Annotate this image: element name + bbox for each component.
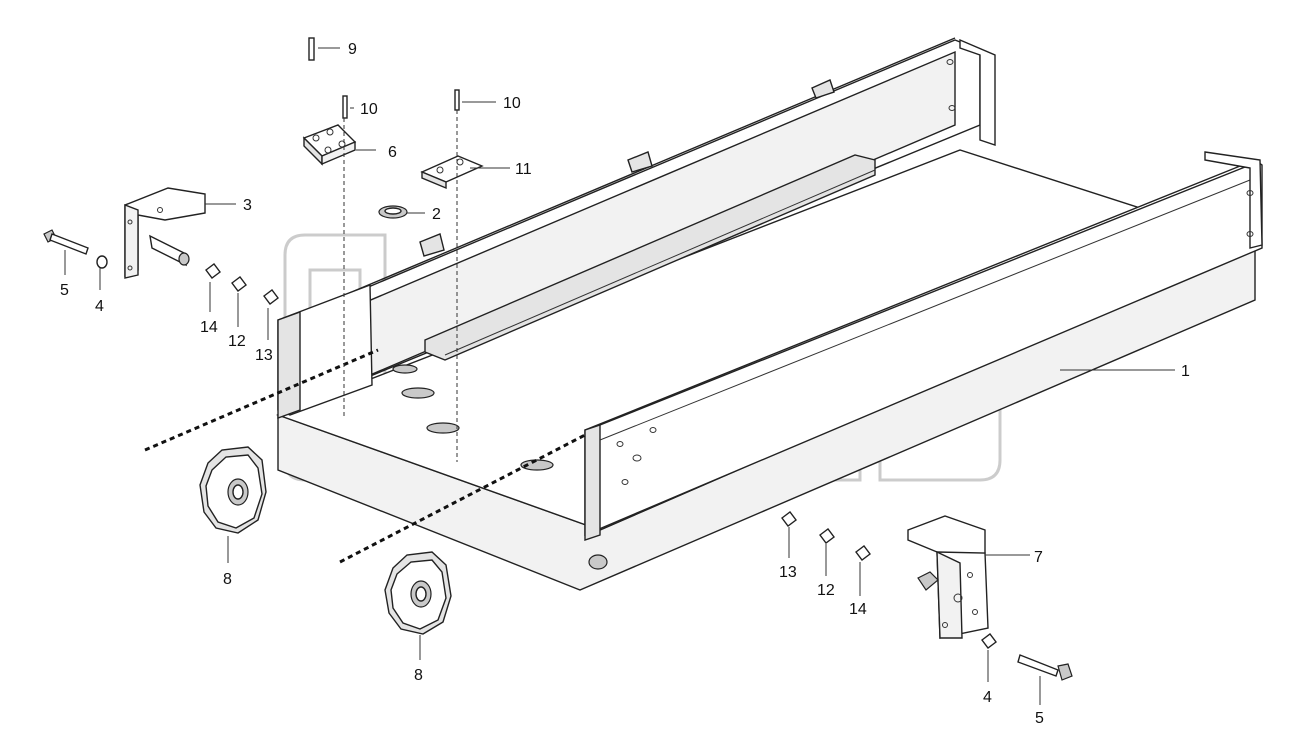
grommet — [378, 205, 408, 219]
pin-10-left — [342, 95, 348, 119]
wheel-left — [199, 446, 267, 534]
pin-10-right — [454, 89, 460, 111]
callout-7: 7 — [1034, 549, 1043, 566]
bracket-right — [907, 515, 989, 639]
callout-11: 11 — [515, 161, 532, 178]
callout-14-left: 14 — [200, 319, 218, 336]
clamp-block — [302, 124, 357, 166]
callout-3: 3 — [243, 197, 252, 214]
leader-lines — [64, 47, 1175, 705]
pin-9 — [308, 37, 315, 61]
callout-6: 6 — [388, 144, 397, 161]
callout-12-left: 12 — [228, 333, 246, 350]
bolt-left — [43, 229, 89, 255]
callout-10-right: 10 — [503, 95, 521, 112]
callout-12-right: 12 — [817, 582, 835, 599]
small-hardware — [96, 255, 997, 649]
bolt-right — [1017, 654, 1073, 681]
callout-10-left: 10 — [360, 101, 378, 118]
callout-1: 1 — [1181, 363, 1190, 380]
callout-4-left: 4 — [95, 298, 104, 315]
plate — [420, 155, 484, 190]
callout-5-right: 5 — [1035, 710, 1044, 727]
frame-assembly — [275, 37, 1263, 591]
callout-9: 9 — [348, 41, 357, 58]
callout-8-left: 8 — [223, 571, 232, 588]
callout-labels: 9 10 10 6 11 2 3 1 5 4 14 12 13 8 8 13 1… — [60, 41, 1190, 727]
callout-13-right: 13 — [779, 564, 797, 581]
wheel-right — [384, 551, 452, 635]
axle-line-front — [339, 433, 586, 564]
callout-13-left: 13 — [255, 347, 273, 364]
callout-4-right: 4 — [983, 689, 992, 706]
callout-14-right: 14 — [849, 601, 867, 618]
axle-line-rear — [144, 348, 379, 452]
bracket-left — [124, 187, 206, 279]
callout-8-right: 8 — [414, 667, 423, 684]
callout-5-left: 5 — [60, 282, 69, 299]
callout-2: 2 — [432, 206, 441, 223]
